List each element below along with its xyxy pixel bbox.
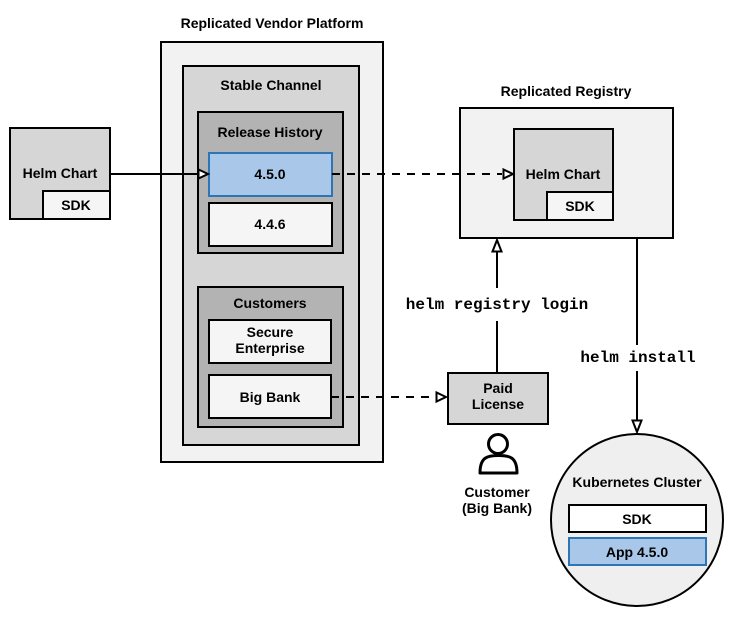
release-history-label: Release History: [217, 124, 322, 140]
customer-caption-line2: (Big Bank): [462, 500, 532, 516]
arrow-bigbank-to-license: [331, 390, 449, 404]
registry-group: Helm Chart SDK: [459, 107, 674, 239]
paid-license-group: Paid License: [447, 372, 549, 425]
release-446-box: [208, 202, 333, 247]
source-helm-chart-group: Helm Chart SDK: [9, 127, 111, 220]
customer-big-bank-box: [208, 374, 332, 419]
paid-license-label-line1: Paid: [483, 380, 513, 396]
registry-helm-chart-label: Helm Chart: [526, 166, 601, 182]
registry-sdk-box: [546, 191, 614, 221]
customer-secure-enterprise-box: [208, 319, 332, 364]
source-helm-chart-label: Helm Chart: [23, 165, 98, 181]
customer-caption-line1: Customer: [464, 484, 530, 500]
customer-secure-enterprise-label-line2: Enterprise: [235, 340, 304, 356]
kubernetes-cluster-group: Kubernetes Cluster SDK App 4.5.0: [550, 433, 724, 607]
cluster-app-box: [568, 537, 707, 566]
source-sdk-box: [42, 190, 111, 220]
registry-sdk-label: SDK: [565, 198, 595, 214]
arrow-release-to-registry: [332, 167, 516, 181]
person-icon: [478, 433, 519, 475]
customer-group: Customer (Big Bank): [462, 433, 532, 516]
helm-registry-login-command: helm registry login: [406, 296, 588, 314]
customer-secure-enterprise-label-line1: Secure: [247, 324, 294, 340]
customers-label: Customers: [233, 295, 306, 311]
kubernetes-cluster-label: Kubernetes Cluster: [572, 474, 702, 490]
vendor-platform-group: Stable Channel Release History 4.5.0 4.4…: [160, 41, 384, 463]
cluster-app-label: App 4.5.0: [606, 544, 668, 560]
release-446-label: 4.4.6: [254, 216, 285, 232]
paid-license-label-line2: License: [472, 396, 524, 412]
helm-install-command: helm install: [580, 349, 695, 367]
vendor-platform-title: Replicated Vendor Platform: [181, 15, 364, 31]
source-sdk-label: SDK: [61, 197, 91, 213]
cluster-sdk-label: SDK: [622, 511, 652, 527]
cluster-sdk-box: [568, 504, 707, 533]
release-450-label: 4.5.0: [254, 166, 285, 182]
registry-title: Replicated Registry: [501, 83, 632, 99]
stable-channel-label: Stable Channel: [220, 77, 321, 93]
customer-big-bank-label: Big Bank: [240, 389, 301, 405]
arrow-helm-to-release: [110, 167, 211, 181]
arrow-license-to-registry: [491, 237, 503, 373]
arrow-registry-to-cluster: [631, 238, 643, 435]
